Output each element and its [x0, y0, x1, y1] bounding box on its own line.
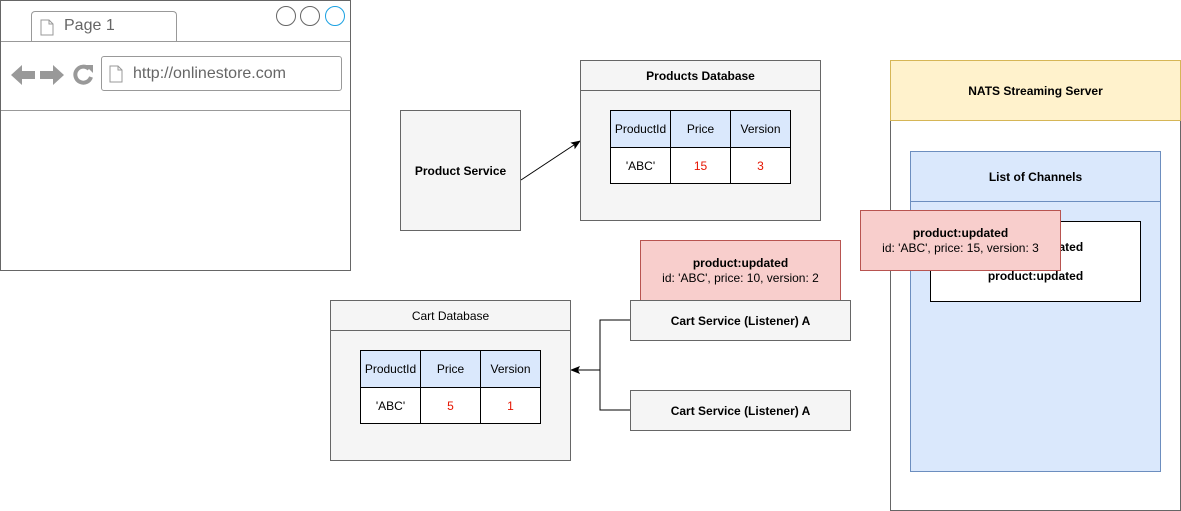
- col-price: Price: [670, 110, 731, 148]
- cell-productid: 'ABC': [610, 147, 671, 184]
- cell-price: 15: [670, 147, 731, 184]
- channels-title: List of Channels: [988, 169, 1083, 184]
- channel-item: product:updated: [931, 269, 1140, 283]
- browser-tab[interactable]: Page 1: [31, 11, 177, 42]
- event-note-body: id: 'ABC', price: 10, version: 2: [662, 270, 819, 285]
- product-service-box: Product Service: [400, 110, 521, 231]
- tab-label: Page 1: [64, 17, 115, 34]
- products-db-title: Products Database: [581, 61, 820, 91]
- cell-productid: 'ABC': [360, 387, 421, 424]
- products-db-title-text: Products Database: [646, 68, 755, 83]
- connector-cart-services-to-cart-db: [571, 319, 630, 411]
- event-note-title: product:updated: [912, 225, 1009, 240]
- arrow-product-service-to-products-db: [520, 140, 581, 181]
- product-service-label: Product Service: [414, 163, 507, 178]
- page-icon: [40, 19, 54, 36]
- channel-item-label: product:updated: [987, 269, 1084, 283]
- event-note-title: product:updated: [692, 255, 789, 270]
- channels-header: List of Channels: [911, 152, 1160, 202]
- col-version: Version: [480, 350, 541, 388]
- window-button-1[interactable]: [276, 6, 296, 26]
- cell-price: 5: [420, 387, 481, 424]
- col-productid: ProductId: [610, 110, 671, 148]
- cart-database: Cart Database ProductId Price Version 'A…: [330, 300, 571, 461]
- products-database: Products Database ProductId Price Versio…: [580, 60, 821, 221]
- nats-header: NATS Streaming Server: [890, 60, 1181, 121]
- reload-icon[interactable]: [71, 63, 95, 87]
- page-icon: [109, 65, 123, 83]
- cart-service-listener-b: Cart Service (Listener) A: [630, 390, 851, 431]
- products-db-table: ProductId Price Version 'ABC' 15 3: [610, 110, 791, 184]
- col-productid: ProductId: [360, 350, 421, 388]
- cart-service-listener-a: Cart Service (Listener) A: [630, 300, 851, 341]
- tab-bar-line: [1, 41, 350, 42]
- cart-db-title-text: Cart Database: [411, 308, 490, 323]
- cart-db-table: ProductId Price Version 'ABC' 5 1: [360, 350, 541, 424]
- cell-version: 1: [480, 387, 541, 424]
- nats-streaming-server: NATS Streaming Server List of Channels p…: [890, 60, 1181, 511]
- browser-window: Page 1 http://onlinestore.com: [0, 0, 351, 271]
- url-text: http://onlinestore.com: [133, 65, 286, 82]
- back-arrow-icon[interactable]: [11, 63, 37, 87]
- cart-db-title: Cart Database: [331, 301, 570, 331]
- channels-list: List of Channels product:updated product…: [910, 151, 1161, 472]
- toolbar-line: [1, 110, 350, 111]
- event-note-version-2: product:updated id: 'ABC', price: 10, ve…: [640, 240, 841, 301]
- cart-service-label: Cart Service (Listener) A: [670, 313, 811, 328]
- nats-title: NATS Streaming Server: [968, 83, 1103, 98]
- cell-version: 3: [730, 147, 791, 184]
- col-version: Version: [730, 110, 791, 148]
- forward-arrow-icon[interactable]: [40, 63, 66, 87]
- address-bar[interactable]: http://onlinestore.com: [101, 56, 342, 91]
- window-button-3[interactable]: [325, 6, 345, 26]
- col-price: Price: [420, 350, 481, 388]
- event-note-version-3: product:updated id: 'ABC', price: 15, ve…: [860, 210, 1061, 271]
- window-button-2[interactable]: [300, 6, 320, 26]
- event-note-body: id: 'ABC', price: 15, version: 3: [882, 240, 1039, 255]
- cart-service-label: Cart Service (Listener) A: [670, 403, 811, 418]
